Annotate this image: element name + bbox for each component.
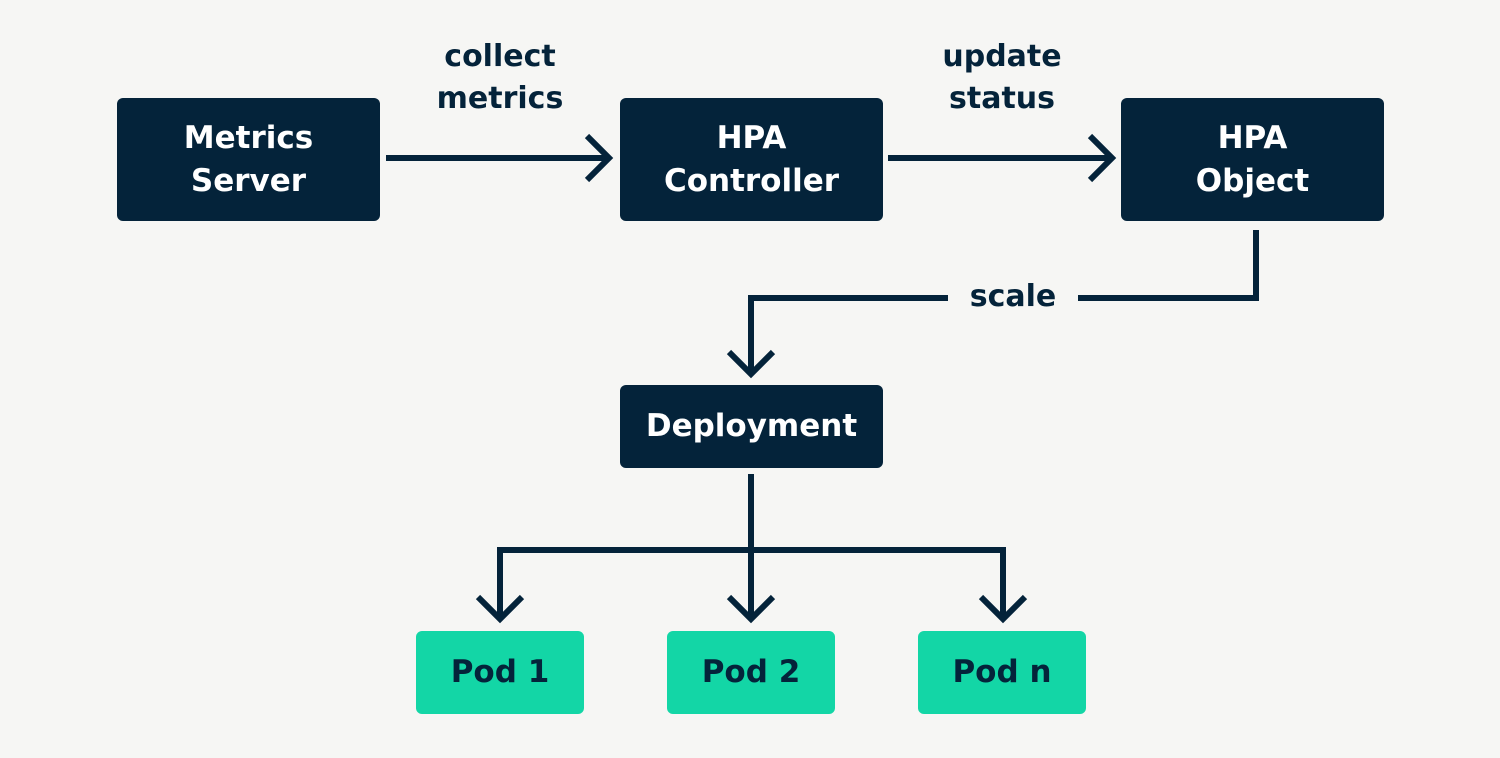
- deployment-node: Deployment: [620, 385, 883, 468]
- arrowhead-scale: [726, 349, 776, 379]
- pod-2-node: Pod 2: [667, 631, 835, 714]
- metrics-server-label: Metrics Server: [183, 119, 314, 199]
- deployment-label: Deployment: [645, 408, 858, 444]
- edge-pods-bus: [497, 547, 1006, 620]
- update-status-label: update status: [942, 39, 1062, 116]
- pod-1-label: Pod 1: [450, 654, 550, 690]
- hpa-object-label: HPA Object: [1195, 119, 1310, 199]
- metrics-server-node: Metrics Server: [117, 98, 380, 221]
- arrowhead-pod-2: [726, 594, 776, 624]
- arrowhead-pod-n: [978, 594, 1028, 624]
- arrowhead-pod-1: [475, 594, 525, 624]
- hpa-controller-node: HPA Controller: [620, 98, 883, 221]
- pod-n-label: Pod n: [952, 654, 1052, 690]
- hpa-controller-label: HPA Controller: [663, 119, 840, 199]
- arrowhead-collect-metrics: [584, 133, 614, 183]
- arrowhead-update-status: [1087, 133, 1117, 183]
- scale-label: scale: [969, 279, 1057, 314]
- edge-scale-left: [748, 295, 948, 375]
- hpa-object-node: HPA Object: [1121, 98, 1384, 221]
- collect-metrics-label: collect metrics: [436, 39, 564, 116]
- pod-n-node: Pod n: [918, 631, 1086, 714]
- edge-scale-right: [1078, 230, 1259, 301]
- pod-1-node: Pod 1: [416, 631, 584, 714]
- pod-2-label: Pod 2: [701, 654, 801, 690]
